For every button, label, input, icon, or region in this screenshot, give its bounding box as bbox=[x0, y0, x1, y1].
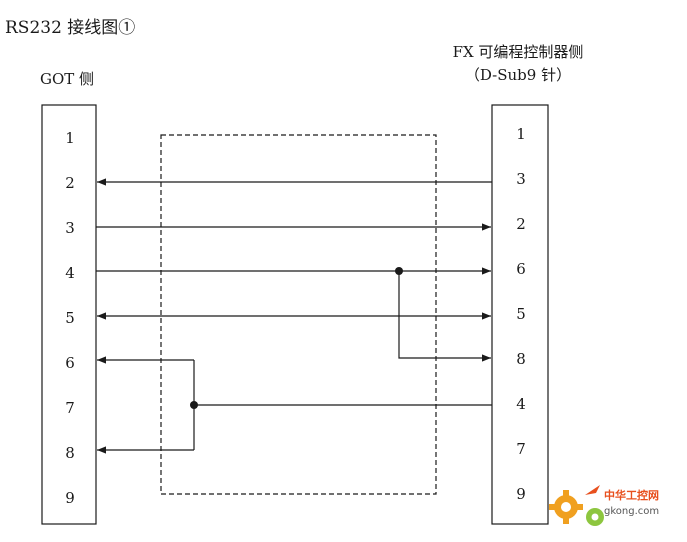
plc-pin-row-8: 7 bbox=[516, 440, 526, 458]
got-pin-4: 4 bbox=[65, 264, 75, 282]
watermark-title: 中华工控网 bbox=[604, 488, 659, 502]
gear-icon bbox=[549, 485, 604, 526]
got-pin-1: 1 bbox=[65, 129, 75, 147]
plc-pin-row-9: 9 bbox=[516, 485, 526, 503]
plc-pin-row-5: 5 bbox=[516, 305, 526, 323]
wire-junction-plc8 bbox=[398, 271, 491, 362]
got-pin-9: 9 bbox=[65, 489, 75, 507]
wires bbox=[96, 178, 492, 454]
junction-dot-pin7 bbox=[190, 401, 198, 409]
plc-pin-row-6: 8 bbox=[516, 350, 526, 368]
junction-dot-pin4 bbox=[395, 267, 403, 275]
got-pin-6: 6 bbox=[65, 354, 75, 372]
got-pin-2: 2 bbox=[65, 174, 75, 192]
gkong-watermark: 中华工控网 gkong.com bbox=[549, 485, 659, 526]
watermark-domain: gkong.com bbox=[604, 506, 659, 517]
d-sub9-label: （D-Sub9 针） bbox=[465, 66, 571, 84]
plc-connector-box bbox=[491, 104, 549, 525]
fx-plc-side-label: FX 可编程控制器侧 bbox=[453, 43, 584, 61]
got-pin-5: 5 bbox=[65, 309, 75, 327]
plc-pin-row-4: 6 bbox=[516, 260, 526, 278]
got-pin-labels: 1 2 3 4 5 6 7 8 9 bbox=[65, 129, 75, 507]
got-connector-box bbox=[41, 104, 97, 525]
got-pin-3: 3 bbox=[65, 219, 75, 237]
plc-pin-labels: 1 3 2 6 5 8 4 7 9 bbox=[516, 125, 526, 503]
plc-pin-row-1: 1 bbox=[516, 125, 526, 143]
got-pin-7: 7 bbox=[65, 399, 75, 417]
diagram-title: RS232 接线图① bbox=[5, 18, 135, 38]
got-pin-8: 8 bbox=[65, 444, 75, 462]
plc-pin-row-2: 3 bbox=[516, 170, 526, 188]
plc-pin-row-7: 4 bbox=[516, 395, 526, 413]
got-side-label: GOT 侧 bbox=[40, 70, 94, 88]
cable-dashed-frame bbox=[160, 134, 437, 495]
plc-pin-row-3: 2 bbox=[516, 215, 526, 233]
